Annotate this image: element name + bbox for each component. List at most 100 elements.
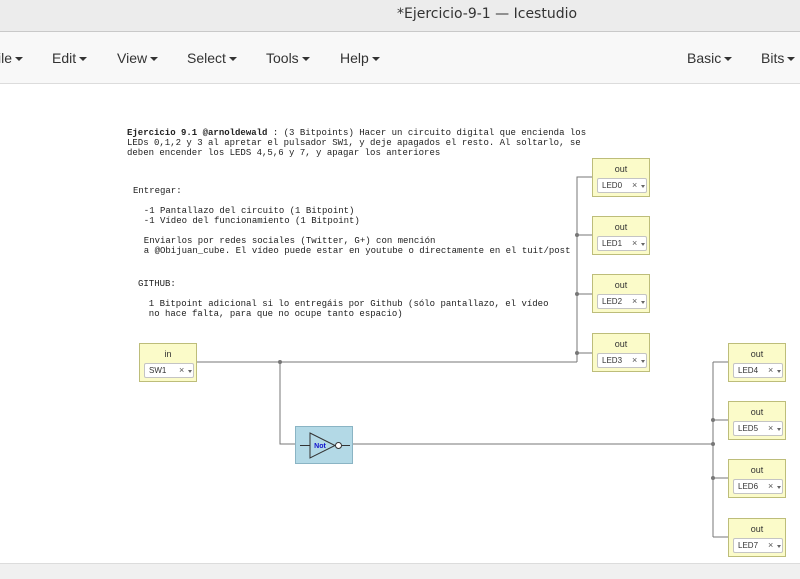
wire-junction [575,233,579,237]
menu-tools-label: Tools [266,50,299,66]
menu-basic-label: Basic [687,50,722,66]
output-block-label: out [614,339,628,349]
menu-edit[interactable]: Edit [52,50,88,66]
menu-help-label: Help [340,50,369,66]
dropdown-arrow-icon[interactable] [777,428,781,431]
menu-file-label: ile [0,50,13,66]
not-gate-icon: Not [300,432,350,459]
output-block-led6[interactable]: out LED6 × [728,459,786,498]
pin-select-led5[interactable]: LED5 × [733,421,783,436]
input-block-sw1[interactable]: in SW1 × [139,343,197,382]
wire-led-bus-top[interactable] [576,176,592,362]
clear-icon[interactable]: × [768,423,774,433]
output-block-label: out [614,222,628,232]
menu-bits-label: Bits [761,50,785,66]
dropdown-arrow-icon[interactable] [641,360,645,363]
output-block-label: out [614,164,628,174]
chevron-down-icon [724,57,733,62]
pin-select-led0[interactable]: LED0 × [597,178,647,193]
output-block-label: out [750,407,764,417]
info-line1: : (3 Bitpoints) Hacer un circuito digita… [267,128,587,138]
chevron-down-icon [301,57,310,62]
dropdown-arrow-icon[interactable] [777,486,781,489]
pin-name: LED6 [738,482,759,491]
clear-icon[interactable]: × [632,296,638,306]
menu-bar: ile Edit View Select Tools Help Basic Bi… [0,32,800,84]
wire-junction [575,351,579,355]
output-block-led7[interactable]: out LED7× [728,518,786,557]
output-block-label: out [614,280,628,290]
pin-name: LED2 [602,297,623,306]
design-canvas[interactable] [0,84,800,563]
dropdown-arrow-icon[interactable] [188,370,192,373]
pin-name: LED5 [738,424,759,433]
output-block-label: out [750,524,764,534]
pin-select-sw1[interactable]: SW1 × [144,363,194,378]
wire-sw1-to-not[interactable] [279,362,297,445]
output-block-led5[interactable]: out LED5 × [728,401,786,440]
menu-edit-label: Edit [52,50,77,66]
pin-select-led4[interactable]: LED4 × [733,363,783,378]
clear-icon[interactable]: × [632,355,638,365]
wire-junction [278,360,282,364]
menu-view-label: View [117,50,148,66]
dropdown-arrow-icon[interactable] [641,185,645,188]
wire-junction [575,292,579,296]
info-delivery-text: Entregar: -1 Pantallazo del circuito (1 … [133,186,571,256]
window-title: *Ejercicio-9-1 — Icestudio [397,6,578,22]
pin-name: LED1 [602,239,623,248]
chevron-down-icon [15,57,24,62]
chevron-down-icon [371,57,380,62]
wire-junction [711,418,715,422]
menu-help[interactable]: Help [340,50,380,66]
clear-icon[interactable]: × [768,481,774,491]
menu-tools[interactable]: Tools [266,50,310,66]
output-block-label: out [750,465,764,475]
info-heading: Ejercicio 9.1 @arnoldewald [127,128,268,138]
output-block-led3[interactable]: out LED3 × [592,333,650,372]
menu-basic[interactable]: Basic [687,50,733,66]
chevron-down-icon [228,57,237,62]
pin-select-led1[interactable]: LED1 × [597,236,647,251]
menu-bits[interactable]: Bits [761,50,796,66]
output-block-led2[interactable]: out LED2 × [592,274,650,313]
pin-name: LED3 [602,356,623,365]
pin-select-led7[interactable]: LED7× [733,538,783,553]
info-line2: LEDs 0,1,2 y 3 al apretar el pulsador SW… [127,138,581,148]
pin-name: LED4 [738,366,759,375]
info-block[interactable]: Ejercicio 9.1 @arnoldewald : (3 Bitpoint… [127,128,586,158]
not-gate-block[interactable]: Not [295,426,353,464]
clear-icon[interactable]: × [768,540,774,550]
menu-select[interactable]: Select [187,50,237,66]
pin-select-led3[interactable]: LED3 × [597,353,647,368]
pin-select-led6[interactable]: LED6 × [733,479,783,494]
pin-name: LED0 [602,181,623,190]
pin-select-led2[interactable]: LED2 × [597,294,647,309]
title-bar: *Ejercicio-9-1 — Icestudio [0,0,800,32]
chevron-down-icon [79,57,88,62]
dropdown-arrow-icon[interactable] [777,370,781,373]
input-block-label: in [164,349,172,359]
info-line3: deben encender los LEDS 4,5,6 y 7, y apa… [127,148,441,158]
clear-icon[interactable]: × [632,238,638,248]
clear-icon[interactable]: × [632,180,638,190]
menu-select-label: Select [187,50,226,66]
wire-junction [711,442,715,446]
output-block-label: out [750,349,764,359]
dropdown-arrow-icon[interactable] [777,545,781,548]
chevron-down-icon [787,57,796,62]
output-block-led1[interactable]: out LED1 × [592,216,650,255]
dropdown-arrow-icon[interactable] [641,243,645,246]
clear-icon[interactable]: × [179,365,185,375]
output-block-led0[interactable]: out LED0 × [592,158,650,197]
menu-file[interactable]: ile [0,50,24,66]
clear-icon[interactable]: × [768,365,774,375]
wire-junction [711,476,715,480]
output-block-led4[interactable]: out LED4 × [728,343,786,382]
pin-name: SW1 [149,366,167,375]
menu-view[interactable]: View [117,50,159,66]
dropdown-arrow-icon[interactable] [641,301,645,304]
chevron-down-icon [150,57,159,62]
info-github-text: GITHUB: 1 Bitpoint adicional si lo entre… [138,279,549,319]
